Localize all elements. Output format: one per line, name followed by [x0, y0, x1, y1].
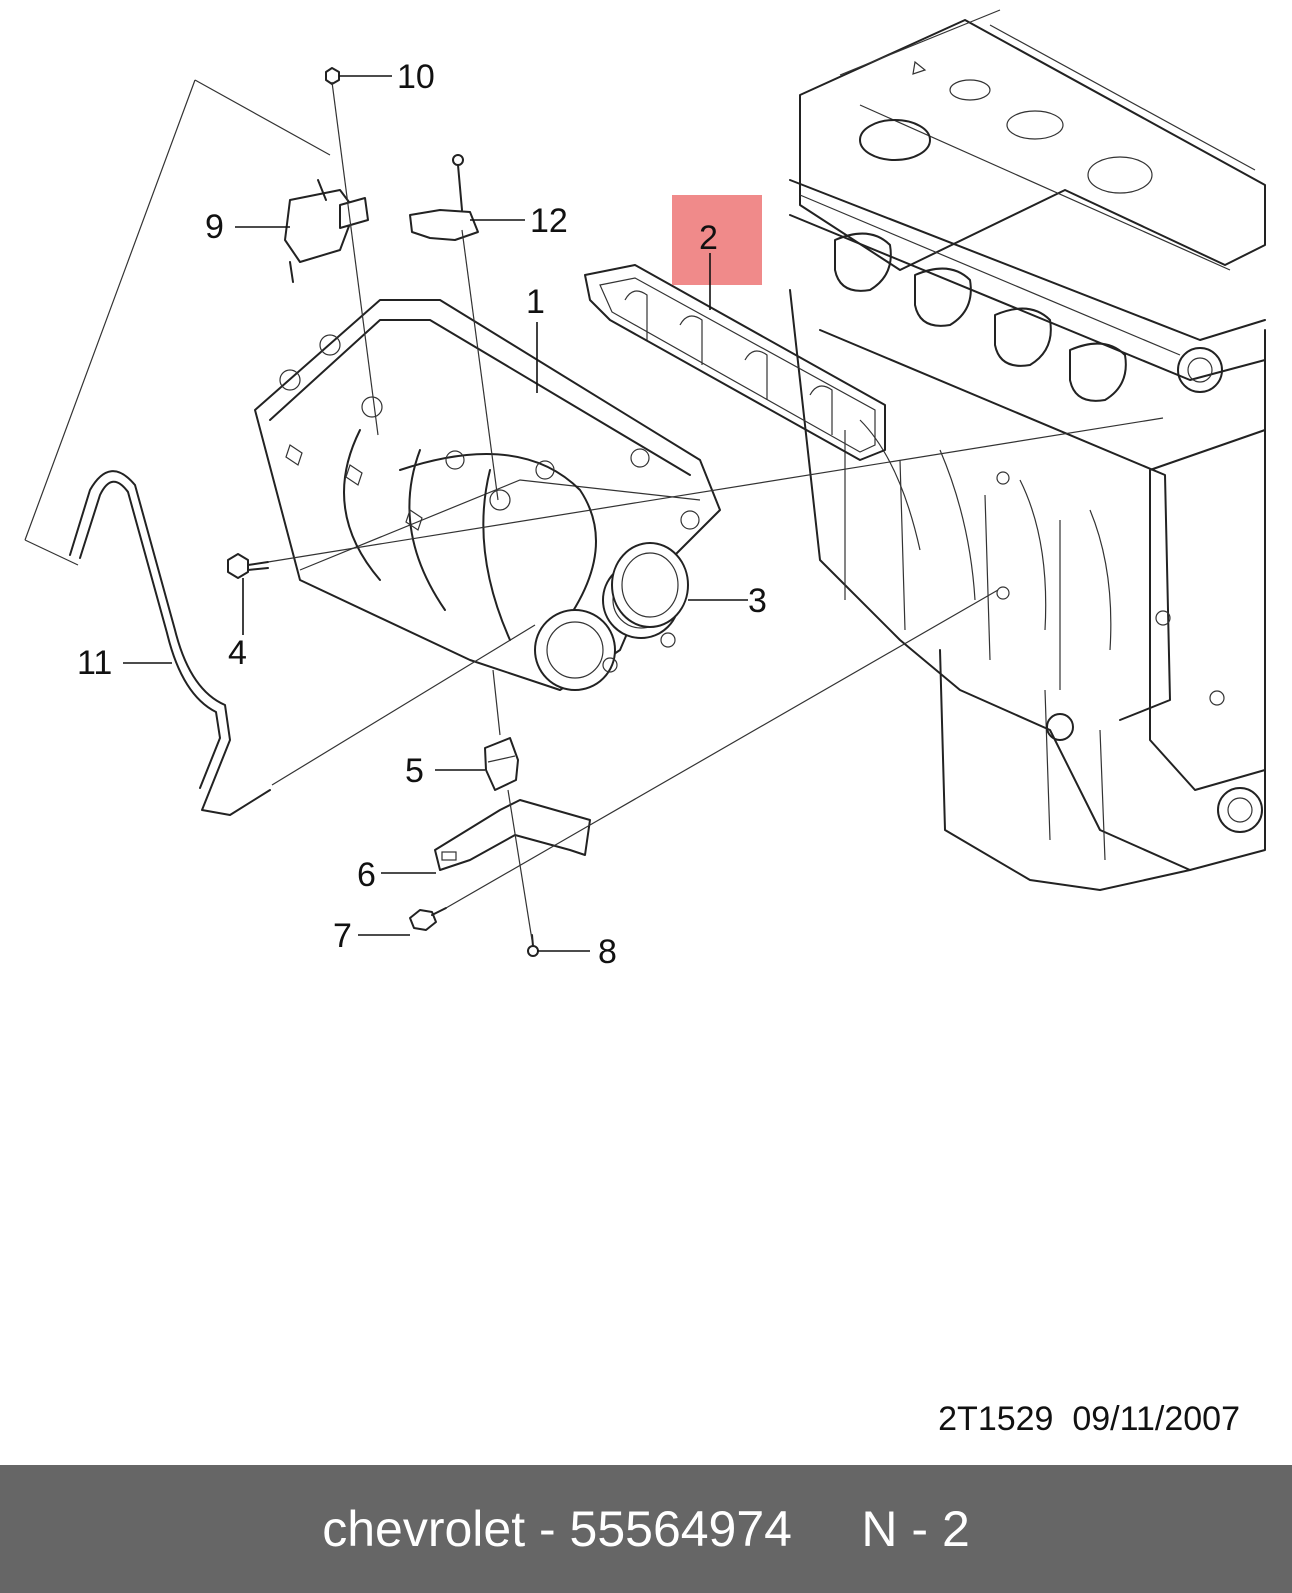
callout-5: 5 — [405, 752, 424, 790]
seal-drawing — [611, 542, 689, 628]
callout-10: 10 — [397, 58, 435, 96]
bolt-4-drawing — [227, 553, 269, 579]
callout-12: 12 — [530, 202, 568, 240]
callout-labels: 10 9 12 1 2 3 4 5 6 7 8 11 — [77, 58, 767, 971]
spacer-5-drawing — [484, 737, 519, 791]
callout-7: 7 — [333, 917, 352, 955]
hose-11-drawing — [69, 470, 271, 816]
caption-bar: chevrolet - 55564974 N - 2 — [0, 1465, 1292, 1593]
callout-8: 8 — [598, 933, 617, 971]
engine-block-drawing — [789, 9, 1266, 891]
bracket-6-drawing — [434, 799, 591, 871]
callout-2: 2 — [699, 219, 718, 257]
callout-1: 1 — [526, 283, 545, 321]
bolt-7-drawing — [409, 907, 447, 931]
drawing-reference: 2T1529 09/11/2007 — [938, 1400, 1240, 1438]
callout-3: 3 — [748, 582, 767, 620]
callout-9: 9 — [205, 208, 224, 246]
bolt-8-drawing — [527, 934, 539, 957]
assembly-guide-lines — [24, 79, 1164, 941]
sensor-12-drawing — [409, 154, 479, 241]
callout-6: 6 — [357, 856, 376, 894]
callout-leaders — [123, 75, 748, 952]
callout-11: 11 — [77, 644, 112, 682]
exploded-parts-diagram: 10 9 12 1 2 3 4 5 6 7 8 11 — [24, 9, 1266, 971]
highlight-box — [672, 195, 762, 285]
gasket-drawing — [584, 264, 886, 461]
bolt-10-drawing — [325, 67, 340, 85]
callout-4: 4 — [228, 634, 247, 672]
caption-text: chevrolet - 55564974 N - 2 — [322, 1501, 970, 1557]
solenoid-9-drawing — [284, 179, 369, 283]
intake-manifold-drawing — [254, 299, 721, 691]
